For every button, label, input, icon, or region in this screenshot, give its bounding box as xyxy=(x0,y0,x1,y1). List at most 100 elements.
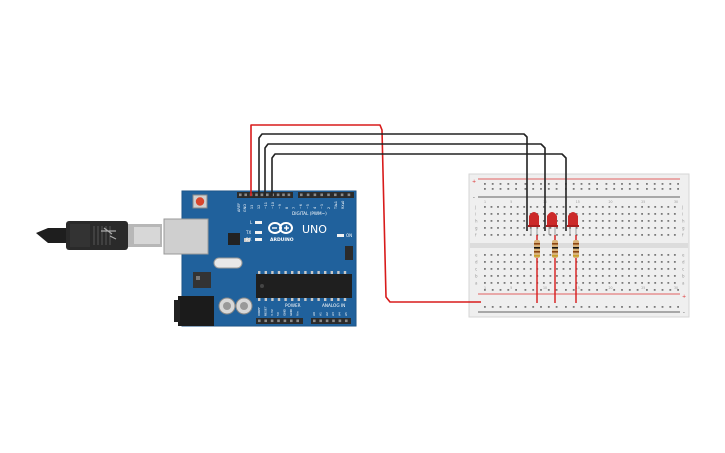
breadboard-hole[interactable] xyxy=(516,254,519,256)
breadboard-hole[interactable] xyxy=(634,206,637,208)
breadboard-hole[interactable] xyxy=(615,275,617,277)
breadboard-hole[interactable] xyxy=(653,183,656,185)
breadboard-hole[interactable] xyxy=(605,289,608,291)
breadboard-hole[interactable] xyxy=(523,254,526,256)
breadboard-hole[interactable] xyxy=(647,220,650,222)
breadboard-hole[interactable] xyxy=(669,188,672,190)
usb-cable-icon[interactable] xyxy=(36,221,162,250)
breadboard-hole[interactable] xyxy=(510,220,512,222)
breadboard-hole[interactable] xyxy=(628,213,630,215)
breadboard-hole[interactable] xyxy=(549,234,552,236)
breadboard-hole[interactable] xyxy=(490,275,493,277)
breadboard-hole[interactable] xyxy=(608,227,611,229)
breadboard-hole[interactable] xyxy=(503,261,506,263)
breadboard-hole[interactable] xyxy=(556,275,558,277)
breadboard-hole[interactable] xyxy=(484,234,486,236)
breadboard-hole[interactable] xyxy=(540,289,542,291)
breadboard-hole[interactable] xyxy=(646,289,648,291)
header-pin[interactable] xyxy=(276,193,280,197)
breadboard-hole[interactable] xyxy=(556,268,558,270)
breadboard-hole[interactable] xyxy=(653,289,656,291)
breadboard-hole[interactable] xyxy=(582,254,585,256)
breadboard-hole[interactable] xyxy=(524,188,527,190)
header-pin[interactable] xyxy=(239,193,242,197)
header-pin[interactable] xyxy=(277,319,280,323)
breadboard-hole[interactable] xyxy=(490,206,493,208)
breadboard-hole[interactable] xyxy=(572,306,575,308)
breadboard-hole[interactable] xyxy=(660,213,663,215)
header-pin[interactable] xyxy=(327,193,330,197)
breadboard-hole[interactable] xyxy=(547,289,550,291)
breadboard-hole[interactable] xyxy=(628,275,630,277)
breadboard-hole[interactable] xyxy=(608,268,611,270)
header-pin[interactable] xyxy=(266,193,269,197)
analog-header[interactable] xyxy=(311,318,351,324)
breadboard-hole[interactable] xyxy=(562,213,565,215)
breadboard-hole[interactable] xyxy=(621,220,624,222)
breadboard-hole[interactable] xyxy=(628,306,631,308)
breadboard-hole[interactable] xyxy=(613,183,616,185)
breadboard-hole[interactable] xyxy=(549,254,552,256)
breadboard-hole[interactable] xyxy=(540,183,542,185)
breadboard-hole[interactable] xyxy=(582,268,585,270)
breadboard-hole[interactable] xyxy=(516,227,519,229)
breadboard-hole[interactable] xyxy=(595,254,598,256)
breadboard-hole[interactable] xyxy=(556,227,558,229)
breadboard-hole[interactable] xyxy=(615,227,617,229)
breadboard-hole[interactable] xyxy=(484,282,486,284)
breadboard-hole[interactable] xyxy=(628,206,630,208)
breadboard-hole[interactable] xyxy=(596,188,598,190)
breadboard-hole[interactable] xyxy=(628,183,631,185)
breadboard-hole[interactable] xyxy=(532,183,535,185)
breadboard-hole[interactable] xyxy=(601,261,604,263)
breadboard-hole[interactable] xyxy=(677,306,679,308)
breadboard-hole[interactable] xyxy=(615,213,617,215)
breadboard-hole[interactable] xyxy=(490,213,493,215)
breadboard-hole[interactable] xyxy=(497,275,499,277)
breadboard-hole[interactable] xyxy=(660,275,663,277)
header-pin[interactable] xyxy=(300,193,303,197)
breadboard-hole[interactable] xyxy=(621,282,624,284)
breadboard-hole[interactable] xyxy=(660,282,663,284)
breadboard-hole[interactable] xyxy=(515,289,517,291)
breadboard-hole[interactable] xyxy=(516,213,519,215)
breadboard-hole[interactable] xyxy=(575,206,578,208)
breadboard-hole[interactable] xyxy=(510,213,512,215)
breadboard-hole[interactable] xyxy=(562,206,565,208)
breadboard-hole[interactable] xyxy=(641,254,643,256)
breadboard-hole[interactable] xyxy=(654,275,657,277)
breadboard-hole[interactable] xyxy=(673,220,676,222)
breadboard-hole[interactable] xyxy=(646,183,648,185)
breadboard-hole[interactable] xyxy=(588,254,591,256)
breadboard-hole[interactable] xyxy=(507,289,510,291)
breadboard-hole[interactable] xyxy=(641,213,643,215)
breadboard-hole[interactable] xyxy=(660,220,663,222)
breadboard-hole[interactable] xyxy=(628,261,630,263)
breadboard-hole[interactable] xyxy=(673,206,676,208)
breadboard-hole[interactable] xyxy=(641,282,643,284)
breadboard-hole[interactable] xyxy=(636,306,639,308)
breadboard-hole[interactable] xyxy=(556,261,558,263)
header-pin[interactable] xyxy=(244,193,247,197)
breadboard-hole[interactable] xyxy=(595,227,598,229)
breadboard-hole[interactable] xyxy=(634,254,637,256)
breadboard-hole[interactable] xyxy=(669,183,672,185)
breadboard-hole[interactable] xyxy=(588,227,591,229)
breadboard-hole[interactable] xyxy=(634,282,637,284)
breadboard-hole[interactable] xyxy=(503,282,506,284)
breadboard-hole[interactable] xyxy=(562,220,565,222)
wire-signal-1[interactable] xyxy=(258,133,528,231)
breadboard-hole[interactable] xyxy=(653,188,656,190)
breadboard-hole[interactable] xyxy=(654,220,657,222)
breadboard-hole[interactable] xyxy=(647,254,650,256)
led-1[interactable] xyxy=(528,212,540,235)
resistor-3[interactable] xyxy=(573,235,579,303)
breadboard-hole[interactable] xyxy=(660,227,663,229)
breadboard-hole[interactable] xyxy=(524,289,527,291)
header-pin[interactable] xyxy=(287,193,291,197)
breadboard-hole[interactable] xyxy=(613,306,616,308)
breadboard-hole[interactable] xyxy=(497,254,499,256)
breadboard-hole[interactable] xyxy=(628,234,630,236)
breadboard-hole[interactable] xyxy=(582,213,585,215)
breadboard-hole[interactable] xyxy=(647,234,650,236)
